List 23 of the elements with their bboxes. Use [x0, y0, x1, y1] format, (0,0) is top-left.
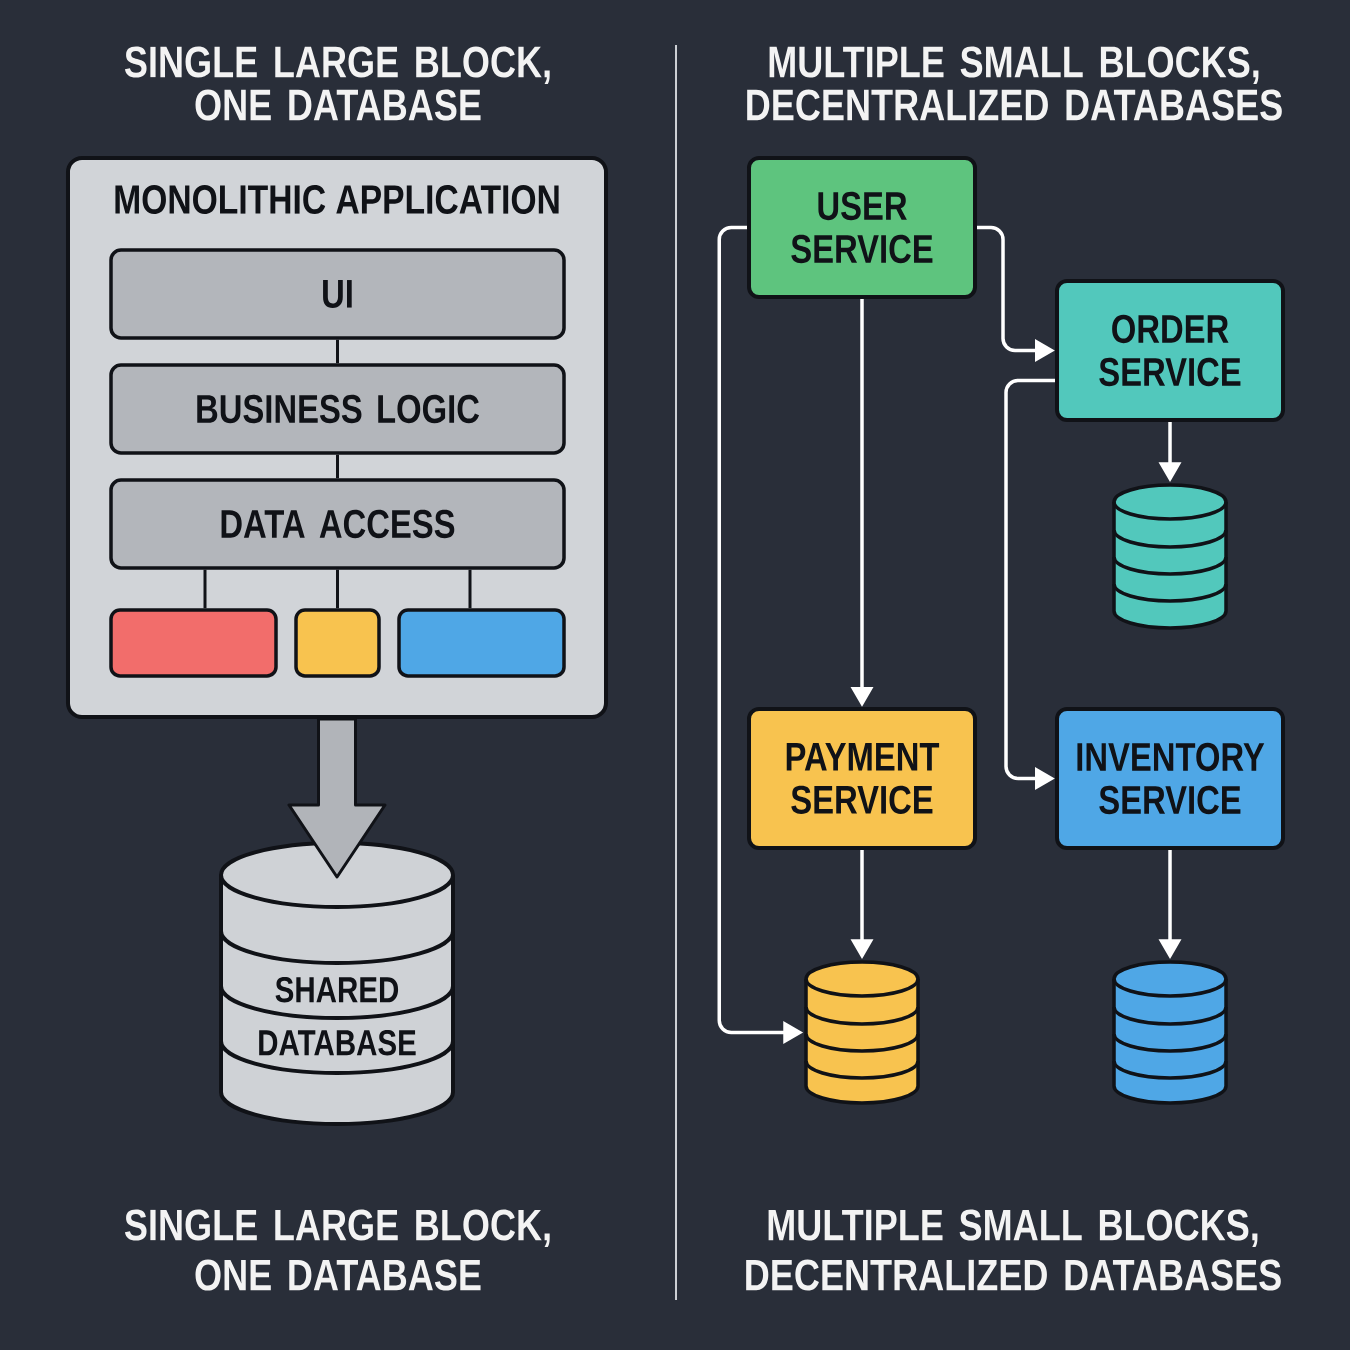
layer-box: UI — [109, 248, 566, 340]
database-cylinder — [1112, 483, 1228, 630]
column-heading: SINGLE LARGE BLOCK, ONE DATABASE — [124, 46, 550, 121]
module-box — [294, 608, 381, 678]
column-caption: MULTIPLE SMALL BLOCKS, DECENTRALIZED DATABASES — [746, 1209, 1281, 1291]
connector-line — [468, 569, 472, 609]
connector-line — [336, 454, 339, 479]
module-box — [397, 608, 566, 678]
layer-box: DATA ACCESS — [109, 478, 566, 570]
module-box — [109, 608, 278, 678]
database-cylinder: SHARED DATABASE — [219, 841, 455, 1126]
service-box: USER SERVICE — [747, 156, 977, 299]
service-box: ORDER SERVICE — [1055, 279, 1285, 422]
service-box: PAYMENT SERVICE — [747, 707, 977, 850]
connector-line — [203, 569, 207, 609]
connector-line — [336, 339, 339, 364]
connector-line — [336, 569, 339, 609]
column-caption: SINGLE LARGE BLOCK, ONE DATABASE — [124, 1209, 550, 1291]
layer-box: BUSINESS LOGIC — [109, 363, 566, 455]
service-box: INVENTORY SERVICE — [1055, 707, 1285, 850]
database-cylinder — [804, 960, 920, 1105]
block-arrow — [287, 717, 387, 879]
database-cylinder — [1112, 960, 1228, 1105]
